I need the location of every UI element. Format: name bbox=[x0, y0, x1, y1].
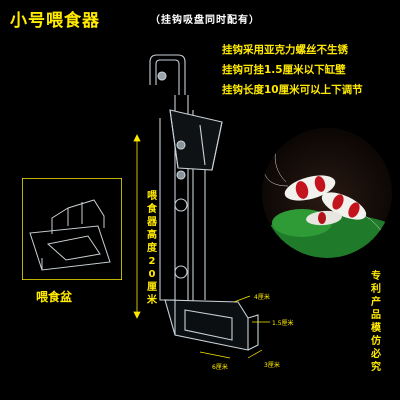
product-subtitle: （挂钩吸盘同时配有） bbox=[150, 15, 260, 26]
feature-item-hook-length: 挂钩长度10厘米可以上下调节 bbox=[222, 84, 363, 96]
dimension-6cm: 6厘米 bbox=[212, 364, 228, 371]
dimension-1-5cm: 1.5厘米 bbox=[272, 320, 294, 327]
height-label: 喂食器高度20厘米 bbox=[147, 191, 157, 306]
product-title: 小号喂食器 bbox=[10, 11, 100, 31]
shrimp-photo bbox=[262, 128, 392, 258]
feature-item-hook-material: 挂钩采用亚克力螺丝不生锈 bbox=[222, 44, 348, 56]
patent-label: 专利产品模仿必究 bbox=[371, 271, 381, 373]
bowl-detail-illustration bbox=[22, 178, 122, 280]
dimension-3cm: 3厘米 bbox=[264, 362, 280, 369]
header: 小号喂食器 （挂钩吸盘同时配有） bbox=[0, 0, 400, 38]
bowl-label: 喂食盆 bbox=[36, 290, 73, 304]
feature-item-hook-thickness: 挂钩可挂1.5厘米以下缸壁 bbox=[222, 64, 346, 76]
feature-list: 挂钩采用亚克力螺丝不生锈 挂钩可挂1.5厘米以下缸壁 挂钩长度10厘米可以上下调… bbox=[222, 40, 398, 100]
dimension-4cm: 4厘米 bbox=[254, 294, 270, 301]
